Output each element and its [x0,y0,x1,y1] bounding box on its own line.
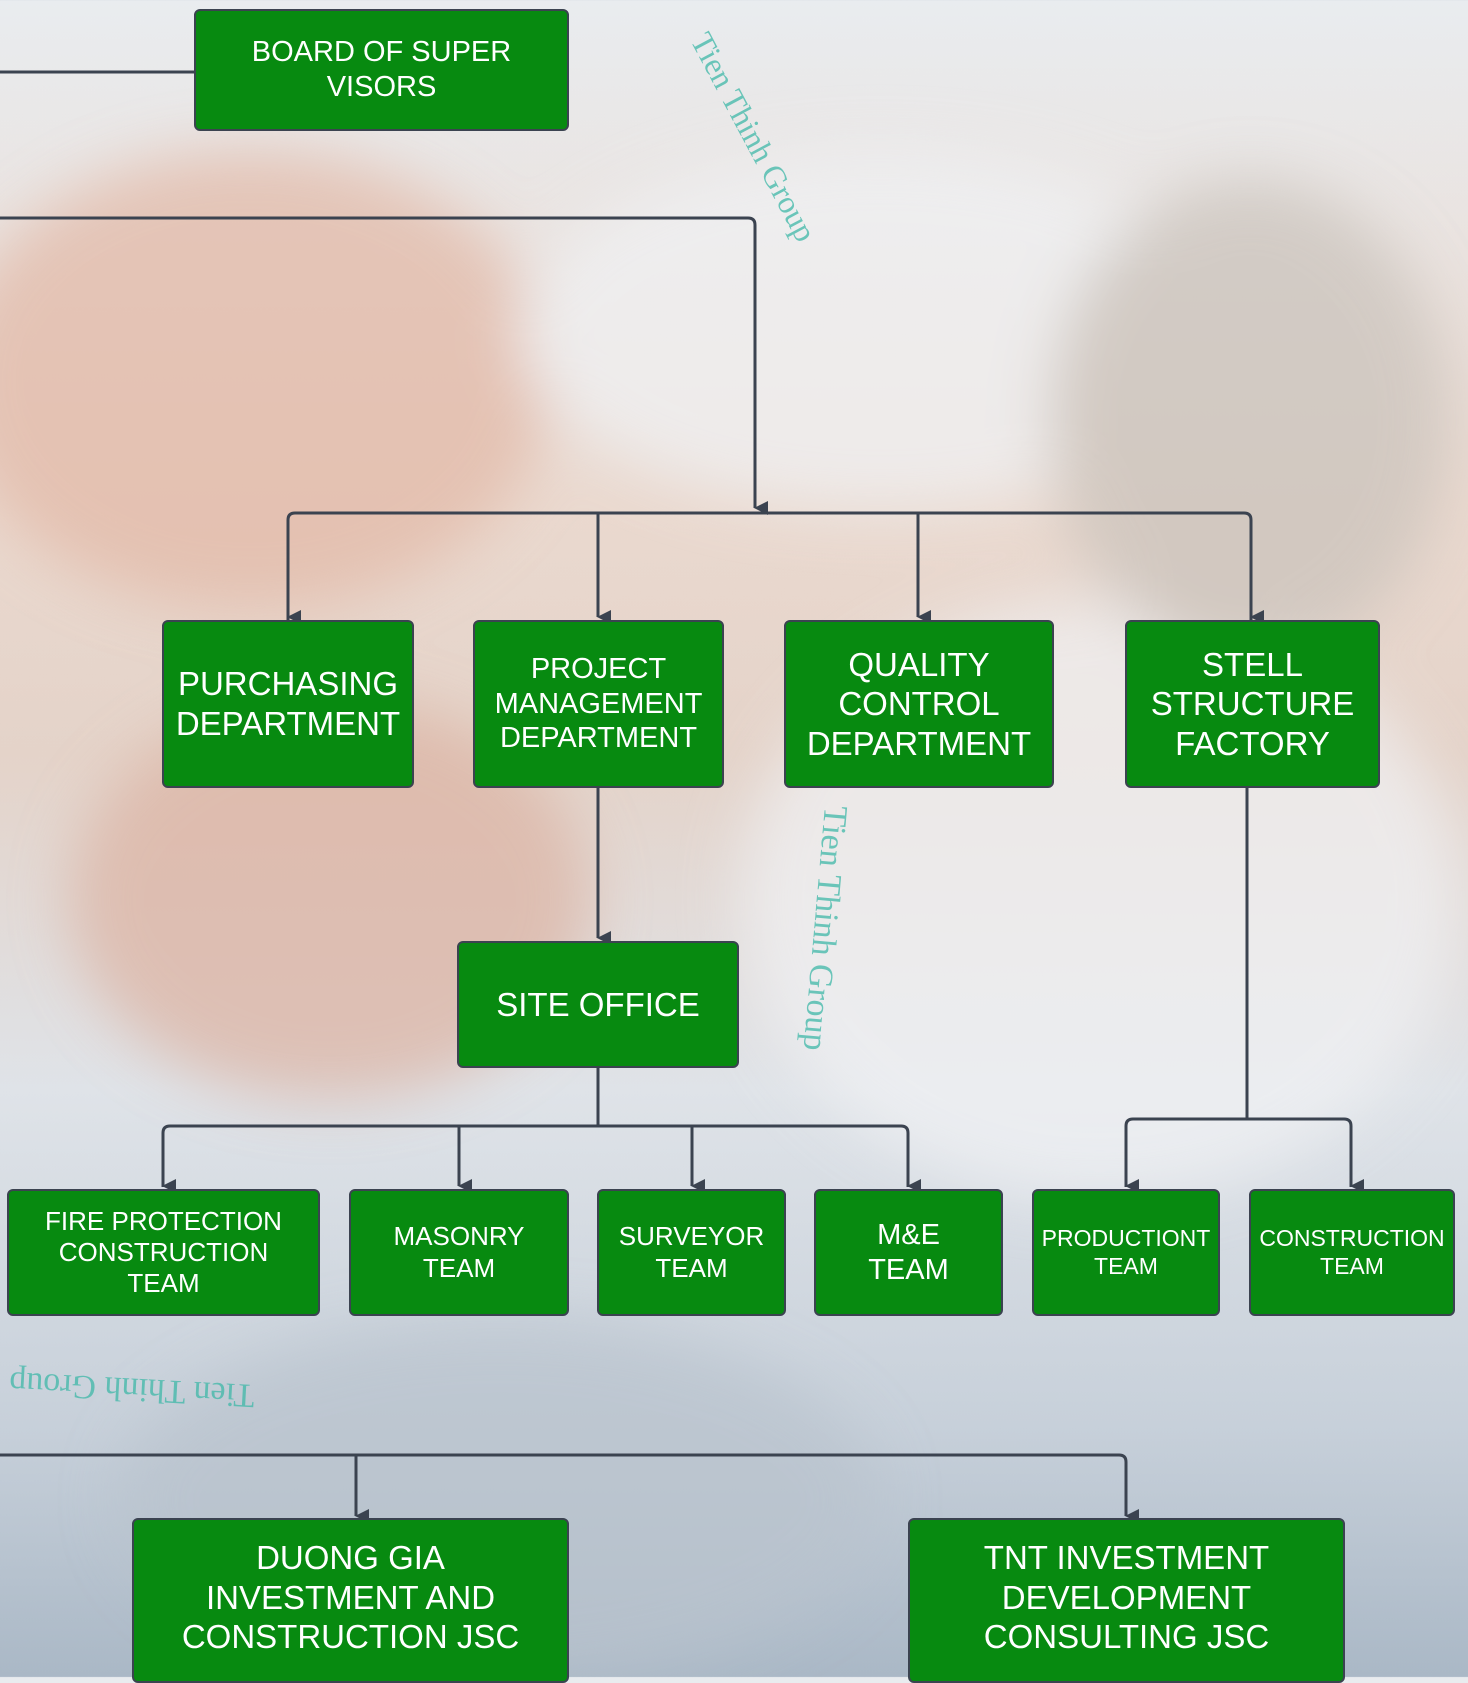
productiont-team-box[interactable]: PRODUCTIONT TEAM [1032,1189,1220,1316]
site-office-box[interactable]: SITE OFFICE [457,941,739,1068]
me-team-box[interactable]: M&E TEAM [814,1189,1003,1316]
construction-team-box[interactable]: CONSTRUCTION TEAM [1249,1189,1455,1316]
fire-protection-construction-team-box[interactable]: FIRE PROTECTION CONSTRUCTION TEAM [7,1189,320,1316]
masonry-team-label: MASONRY TEAM [393,1221,525,1283]
productiont-team-label: PRODUCTIONT TEAM [1041,1224,1211,1279]
duong-gia-company-label: DUONG GIA INVESTMENT AND CONSTRUCTION JS… [181,1539,520,1656]
purchasing-department-box[interactable]: PURCHASING DEPARTMENT [162,620,414,788]
duong-gia-company-box[interactable]: DUONG GIA INVESTMENT AND CONSTRUCTION JS… [132,1518,569,1683]
surveyor-team-box[interactable]: SURVEYOR TEAM [597,1189,786,1316]
connector-companies-bus [0,1453,1139,1523]
board-of-supervisors-label: BOARD OF SUPER VISORS [251,36,512,103]
connector-main-trunk [0,216,768,515]
board-of-supervisors-box[interactable]: BOARD OF SUPER VISORS [194,9,569,131]
site-office-label: SITE OFFICE [496,985,700,1023]
construction-team-label: CONSTRUCTION TEAM [1259,1224,1445,1279]
tnt-company-box[interactable]: TNT INVESTMENT DEVELOPMENT CONSULTING JS… [908,1518,1345,1683]
surveyor-team-label: SURVEYOR TEAM [618,1221,765,1283]
purchasing-department-label: PURCHASING DEPARTMENT [175,665,401,742]
steel-structure-factory-box[interactable]: STELL STRUCTURE FACTORY [1125,620,1380,788]
masonry-team-box[interactable]: MASONRY TEAM [349,1189,569,1316]
connector-site-teams-bus [161,1124,910,1187]
steel-structure-factory-label: STELL STRUCTURE FACTORY [1150,645,1355,762]
tnt-company-label: TNT INVESTMENT DEVELOPMENT CONSULTING JS… [983,1539,1270,1656]
quality-control-department-box[interactable]: QUALITY CONTROL DEPARTMENT [784,620,1054,788]
me-team-label: M&E TEAM [868,1218,949,1286]
fire-protection-construction-team-label: FIRE PROTECTION CONSTRUCTION TEAM [45,1205,282,1299]
project-management-department-box[interactable]: PROJECT MANAGEMENT DEPARTMENT [473,620,724,788]
connector-departments-bus [286,511,1253,620]
project-management-department-label: PROJECT MANAGEMENT DEPARTMENT [494,652,703,755]
quality-control-department-label: QUALITY CONTROL DEPARTMENT [806,645,1032,762]
connector-factory-bus [1124,1117,1353,1187]
